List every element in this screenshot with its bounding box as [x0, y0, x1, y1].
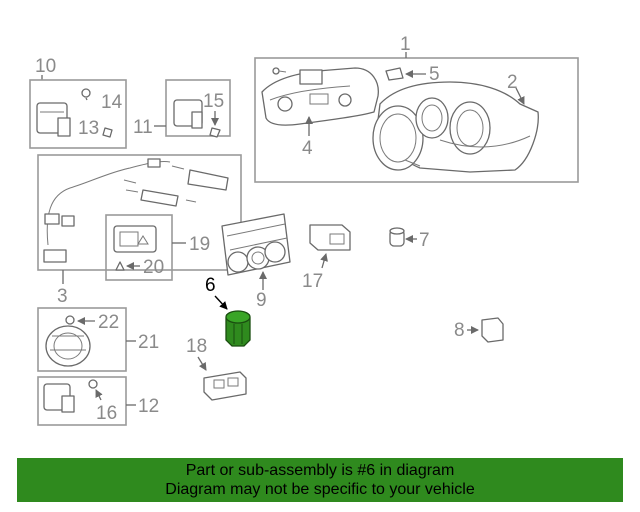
- knob-box-21: [37, 307, 127, 372]
- info-banner: Part or sub-assembly is #6 in diagram Di…: [17, 458, 623, 502]
- screw-icon: [272, 67, 287, 75]
- callout-13[interactable]: 13: [78, 118, 99, 139]
- callout-16[interactable]: 16: [96, 403, 117, 424]
- callout-18[interactable]: 18: [186, 336, 207, 357]
- harness-box: [37, 154, 242, 271]
- callout-5[interactable]: 5: [429, 64, 440, 85]
- bracket-part[interactable]: [385, 67, 404, 81]
- cluster-housing-part[interactable]: [261, 67, 379, 126]
- hazard-switch-part[interactable]: [113, 225, 157, 253]
- switch-box-10: [29, 79, 127, 149]
- switch-box-11: [165, 79, 231, 137]
- screw-20-icon[interactable]: [115, 261, 125, 271]
- callout-10[interactable]: 10: [35, 56, 56, 77]
- callout-2[interactable]: 2: [507, 72, 518, 93]
- switch-box-12: [37, 376, 127, 426]
- callout-21[interactable]: 21: [138, 332, 159, 353]
- clip-16-icon[interactable]: [88, 379, 98, 389]
- callout-6[interactable]: 6: [205, 275, 216, 296]
- callout-12[interactable]: 12: [138, 396, 159, 417]
- hazard-box: [105, 214, 173, 281]
- banner-line-1: Part or sub-assembly is #6 in diagram: [185, 462, 455, 479]
- cluster-assembly: 1 4 5: [254, 34, 579, 183]
- banner-line-2: Diagram may not be specific to your vehi…: [165, 481, 475, 498]
- parts-diagram: 1 4 5: [29, 34, 579, 426]
- callout-3[interactable]: 3: [57, 286, 68, 307]
- connector-8-part[interactable]: [481, 317, 504, 343]
- knob-21-part[interactable]: [45, 325, 91, 367]
- callout-7[interactable]: 7: [419, 230, 430, 251]
- hazard-group-19: 19 20: [105, 214, 210, 281]
- callout-20[interactable]: 20: [143, 257, 164, 278]
- switch-group-12: 16 12: [37, 376, 159, 426]
- callout-9[interactable]: 9: [256, 290, 267, 311]
- clip-22-icon[interactable]: [65, 315, 75, 325]
- callout-4[interactable]: 4: [302, 138, 313, 159]
- cluster-box: [254, 57, 579, 183]
- callout-19[interactable]: 19: [189, 234, 210, 255]
- callout-15[interactable]: 15: [203, 91, 224, 112]
- callout-11[interactable]: 11: [133, 117, 153, 138]
- clip-15-part[interactable]: [209, 127, 221, 138]
- callout-8[interactable]: 8: [454, 320, 465, 341]
- gauge-cluster-part[interactable]: [372, 81, 539, 173]
- module-17-part[interactable]: [309, 224, 351, 251]
- switch-11-part[interactable]: [173, 99, 203, 129]
- callout-14[interactable]: 14: [101, 92, 123, 113]
- switch-group-10: 10 14 13: [29, 56, 127, 149]
- switch-12-part[interactable]: [43, 383, 75, 413]
- switch-13-part[interactable]: [36, 102, 71, 137]
- knob-group-21: 22 21: [37, 307, 159, 372]
- callout-17[interactable]: 17: [302, 271, 323, 292]
- harness-group-3: 3: [37, 154, 242, 307]
- clip-14-part[interactable]: [81, 88, 113, 138]
- climate-control-part[interactable]: [221, 213, 291, 276]
- switch-group-11: 11 15: [133, 79, 231, 138]
- connector-18-part[interactable]: [203, 371, 247, 401]
- knob-7-part[interactable]: [389, 227, 405, 247]
- part-6-highlighted[interactable]: [225, 310, 251, 347]
- callout-1[interactable]: 1: [400, 34, 411, 55]
- callout-22[interactable]: 22: [98, 312, 119, 333]
